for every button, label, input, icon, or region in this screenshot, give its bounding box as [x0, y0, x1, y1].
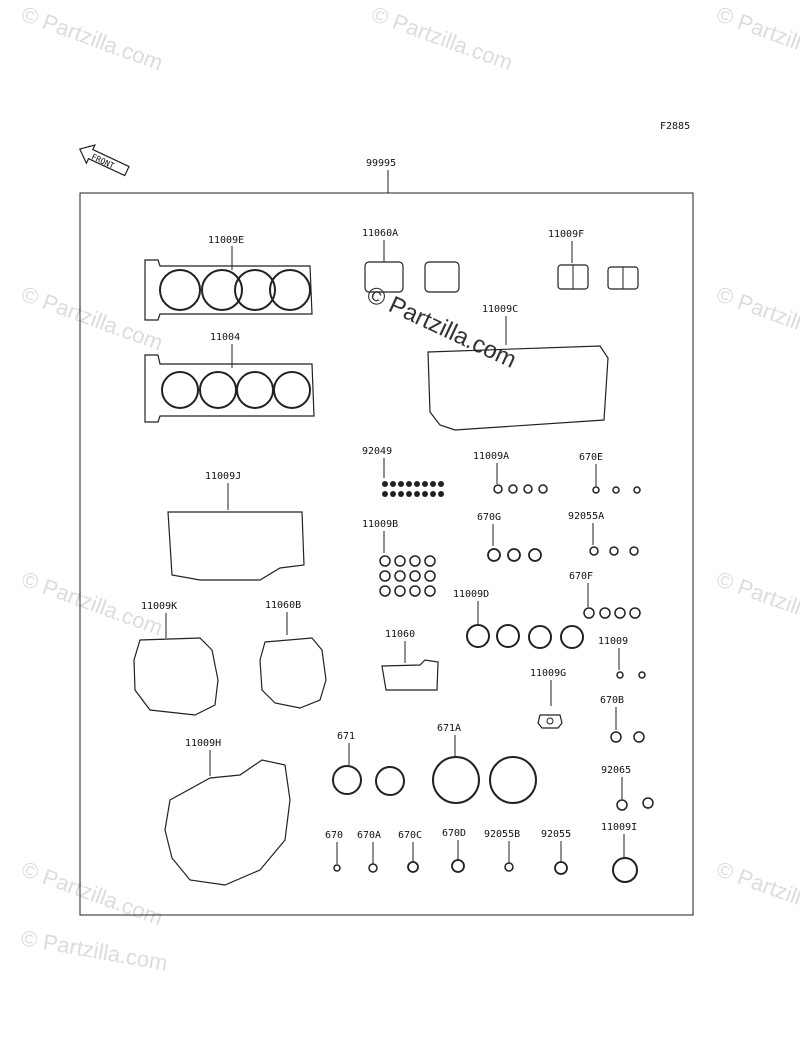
o-ring-670a [368, 863, 378, 873]
o-rings-671 [332, 765, 405, 796]
o-rings-671a [432, 756, 537, 804]
kit-frame [79, 192, 694, 916]
part-label: 92065 [601, 765, 631, 776]
o-rings-670f [583, 607, 641, 619]
part-label: 670D [442, 828, 466, 839]
part-label: 11004 [210, 332, 240, 343]
o-rings-11009 [616, 671, 646, 679]
part-label: 671A [437, 723, 461, 734]
watermark: © Partzilla.com [713, 281, 800, 355]
cover-gasket-11060b [259, 637, 327, 709]
o-rings-670g [487, 548, 542, 562]
part-label: 11009A [473, 451, 509, 462]
o-ring-670c [407, 861, 419, 873]
cover-gasket-11009c [427, 345, 609, 431]
watermark: © Partzilla.com [18, 281, 166, 355]
part-label: 670F [569, 571, 593, 582]
gasket-11009g [537, 714, 563, 729]
seals-92049 [382, 481, 444, 497]
part-label: 11009G [530, 668, 566, 679]
o-rings-11009a [493, 484, 548, 494]
oil-pan-gasket-11009j [167, 511, 305, 581]
gasket-11009f [557, 264, 639, 290]
gasket-11060 [381, 659, 439, 691]
part-label: 670B [600, 695, 624, 706]
head-gasket-11009e [144, 259, 313, 321]
part-label: 670 [325, 830, 343, 841]
cover-gasket-11009h [164, 759, 291, 886]
part-label: 11060 [385, 629, 415, 640]
front-arrow-icon: FRONT [78, 144, 130, 177]
o-rings-11009d [466, 624, 584, 649]
part-label: 11060A [362, 228, 398, 239]
part-label: 11009H [185, 738, 221, 749]
front-label: FRONT [90, 152, 116, 170]
part-label: 11009D [453, 589, 489, 600]
part-label: 92055B [484, 829, 520, 840]
watermark-center: © Partzilla.com [362, 281, 520, 374]
watermark: © Partzilla.com [18, 856, 166, 930]
part-label: 670G [477, 512, 501, 523]
part-label: 11009J [205, 471, 241, 482]
figure-code: F2885 [660, 121, 690, 132]
part-label: 11009I [601, 822, 637, 833]
watermark: © Partzilla.com [713, 1, 800, 75]
o-rings-11009b [379, 555, 436, 597]
o-ring-670 [333, 864, 341, 872]
o-rings-92055a [589, 546, 639, 556]
part-labels: 11009E 11060A 11009F 11004 11009C 92049 … [141, 228, 637, 841]
watermark: © Partzilla.com [368, 1, 516, 75]
watermark: © Partzilla.com [19, 925, 169, 975]
part-label: 11060B [265, 600, 301, 611]
o-rings-92065 [616, 797, 654, 811]
o-rings-670e [592, 486, 641, 494]
watermark: © Partzilla.com [713, 856, 800, 930]
part-label: 671 [337, 731, 355, 742]
head-gasket-11004 [144, 354, 315, 423]
case-gasket-11009k [133, 637, 219, 716]
leader-lines [165, 240, 625, 864]
part-label: 11009F [548, 229, 584, 240]
o-ring-11009i [612, 857, 638, 883]
part-label: 11009E [208, 235, 244, 246]
o-rings-670b [610, 731, 645, 743]
gasket-11060a [364, 261, 460, 293]
o-ring-670d [451, 859, 465, 873]
part-label: 670C [398, 830, 422, 841]
part-label: 670A [357, 830, 381, 841]
kit-part-label: 99995 [366, 158, 396, 169]
part-label: 11009C [482, 304, 518, 315]
part-label: 11009K [141, 601, 177, 612]
o-ring-92055b [504, 862, 514, 872]
part-label: 92055A [568, 511, 604, 522]
part-label: 92055 [541, 829, 571, 840]
part-label: 670E [579, 452, 603, 463]
part-label: 11009B [362, 519, 398, 530]
watermark: © Partzilla.com [713, 566, 800, 640]
watermark: © Partzilla.com [18, 1, 166, 75]
part-label: 92049 [362, 446, 392, 457]
part-label: 11009 [598, 636, 628, 647]
o-ring-92055 [554, 861, 568, 875]
